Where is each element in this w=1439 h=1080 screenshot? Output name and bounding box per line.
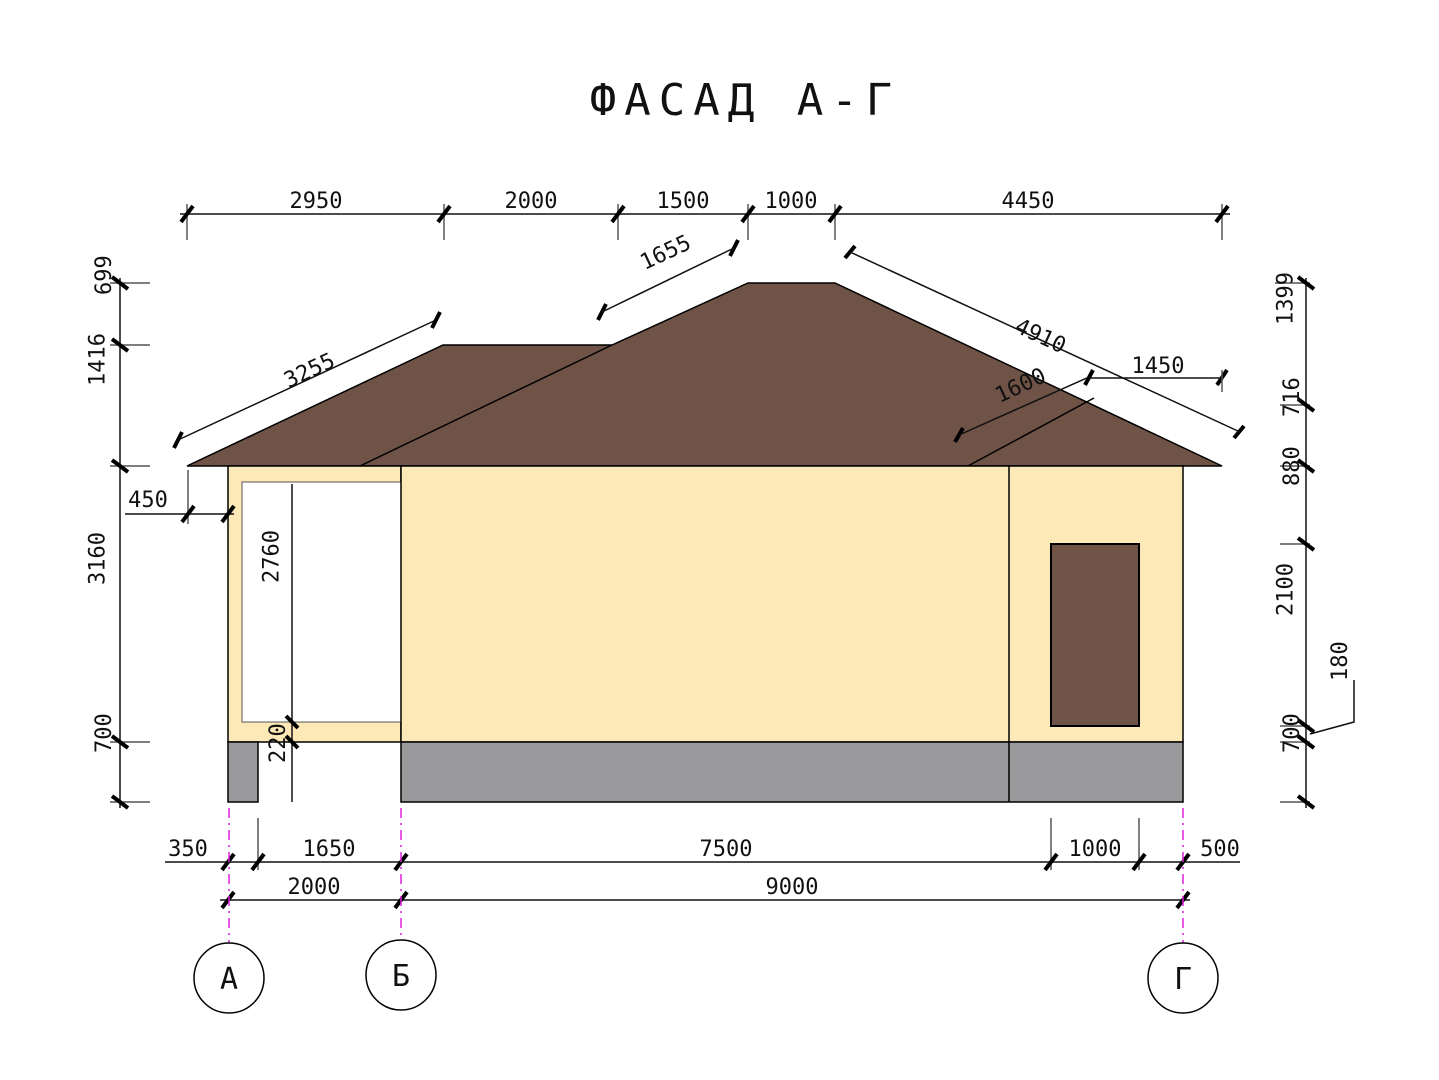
left-dimensions: 699 1416 3160 700 450 2760 220 [86,255,300,810]
dim-text: 1655 [637,231,696,276]
dim-text: 880 [1280,446,1305,486]
dim-text: 350 [168,837,208,862]
window [1050,543,1140,727]
svg-text:А: А [220,962,238,997]
roof-valley-line [359,344,613,467]
dim-text: 500 [1200,837,1240,862]
axis-marker-a: А [193,942,265,1014]
porch-opening [241,481,402,723]
dim-text: 180 [1328,641,1353,681]
dim-text: 2950 [290,189,343,214]
dim-text: 1399 [1274,272,1299,325]
axis-marker-b: Б [365,939,437,1011]
top-dimensions: 2950 2000 1500 1000 4450 [179,189,1230,240]
dim-text: 2760 [260,530,285,583]
dim-text: 2100 [1274,563,1299,616]
dim-text: 700 [1280,713,1305,753]
roof-hip-line [967,397,1095,467]
dim-text: 1000 [765,189,818,214]
dim-text: 7500 [700,837,753,862]
bottom-dimensions: 350 1650 7500 1000 500 2000 9000 [165,818,1240,910]
dim-text: 9000 [766,875,819,900]
dim-text: 3160 [86,532,111,585]
dim-text: 1450 [1132,354,1185,379]
dim-text: 716 [1280,377,1305,417]
dim-text: 220 [266,723,291,763]
dim-text: 4910 [1011,314,1070,359]
svg-text:Г: Г [1174,962,1192,997]
svg-text:Б: Б [392,959,410,994]
dim-text: 3255 [281,349,340,394]
plinth [400,741,1184,803]
dim-text: 2000 [505,189,558,214]
dim-text: 700 [92,713,117,753]
dim-text: 1000 [1069,837,1122,862]
dim-text: 1650 [303,837,356,862]
dim-text: 450 [128,488,168,513]
drawing-title: ФАСАД А-Г [590,75,900,126]
roof [186,282,1223,467]
axis-marker-g: Г [1147,942,1219,1014]
porch-plinth [227,741,259,803]
dim-text: 1500 [657,189,710,214]
dim-text: 699 [92,255,117,295]
grid-axes: А Б Г [193,808,1219,1014]
right-dimensions: 1399 716 880 2100 180 700 [1274,272,1355,810]
dim-text: 1416 [86,333,111,386]
dim-text: 2000 [288,875,341,900]
dim-text: 4450 [1002,189,1055,214]
